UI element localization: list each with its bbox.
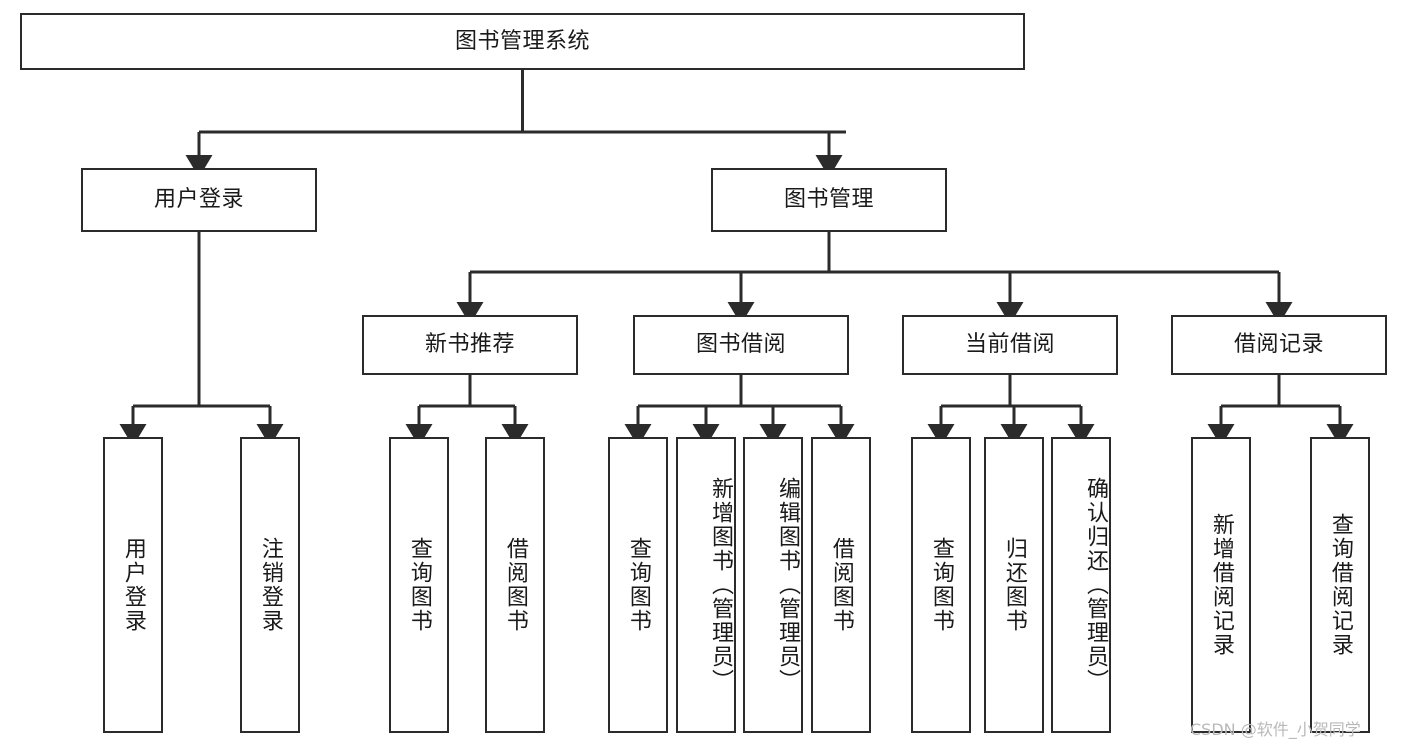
node-new-book-recommend[interactable]: 新书推荐 — [362, 315, 578, 375]
leaf-query-borrow-record[interactable]: 查询借阅记录 — [1310, 437, 1370, 733]
leaf-logout[interactable]: 注销登录 — [240, 437, 300, 733]
node-current-borrow[interactable]: 当前借阅 — [902, 315, 1118, 375]
leaf-borrow-book[interactable]: 借阅图书 — [811, 437, 871, 733]
node-book-borrow[interactable]: 图书借阅 — [633, 315, 849, 375]
node-root-system[interactable]: 图书管理系统 — [20, 13, 1025, 70]
node-book-management[interactable]: 图书管理 — [711, 168, 947, 232]
node-user-login[interactable]: 用户登录 — [81, 168, 317, 232]
leaf-query-book-newbook[interactable]: 查询图书 — [389, 437, 449, 733]
leaf-user-login[interactable]: 用户登录 — [103, 437, 163, 733]
leaf-confirm-return-admin[interactable]: 确认归还（管理员） — [1051, 437, 1111, 733]
leaf-add-book-admin[interactable]: 新增图书（管理员） — [676, 437, 736, 733]
leaf-borrow-book-newbook[interactable]: 借阅图书 — [485, 437, 545, 733]
leaf-add-borrow-record[interactable]: 新增借阅记录 — [1191, 437, 1251, 733]
leaf-return-book[interactable]: 归还图书 — [984, 437, 1044, 733]
leaf-query-book-borrow[interactable]: 查询图书 — [608, 437, 668, 733]
leaf-query-book-current[interactable]: 查询图书 — [911, 437, 971, 733]
node-borrow-records[interactable]: 借阅记录 — [1171, 315, 1387, 375]
leaf-edit-book-admin[interactable]: 编辑图书（管理员） — [743, 437, 803, 733]
